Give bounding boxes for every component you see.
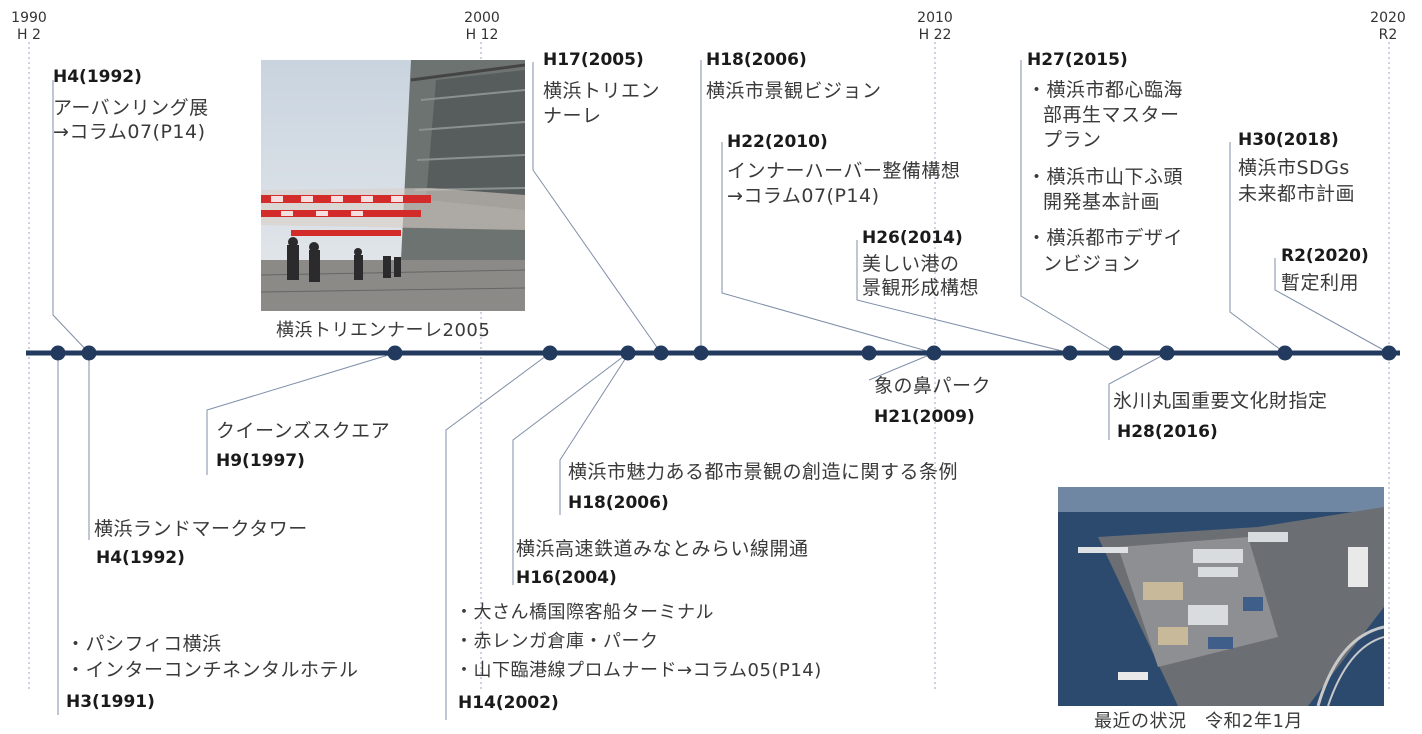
leader-h17: [532, 62, 662, 354]
leader-h28: [1108, 352, 1168, 440]
leader-h30: [1229, 142, 1286, 354]
marker-1997: [387, 345, 403, 361]
leader-h14: [445, 352, 551, 720]
triennale-caption: 横浜トリエンナーレ2005: [276, 320, 491, 341]
marker-2006: [693, 345, 709, 361]
leader-h18-ord: [559, 352, 630, 515]
leader-h4-urbanring: [52, 80, 90, 354]
marker-2009: [861, 345, 877, 361]
triennale-photo: [261, 60, 525, 311]
marker-2002: [542, 345, 558, 361]
leader-h16: [512, 352, 629, 585]
leader-h9: [206, 352, 396, 475]
marker-2015: [1108, 345, 1124, 361]
marker-2016: [1159, 345, 1175, 361]
leader-r2: [1274, 258, 1390, 354]
marker-2010: [926, 345, 942, 361]
leader-h21: [868, 352, 935, 381]
recent-aerial-photo: [1058, 487, 1384, 706]
marker-1992: [81, 345, 97, 361]
marker-1991: [50, 345, 66, 361]
marker-2018: [1277, 345, 1293, 361]
leader-h26: [856, 240, 1071, 354]
leader-h22: [721, 142, 935, 354]
marker-2004: [620, 345, 636, 361]
marker-2020: [1381, 345, 1397, 361]
marker-2014: [1062, 345, 1078, 361]
marker-2005: [653, 345, 669, 361]
recent-caption: 最近の状況 令和2年1月: [1094, 711, 1303, 732]
leader-h27: [1020, 60, 1117, 354]
